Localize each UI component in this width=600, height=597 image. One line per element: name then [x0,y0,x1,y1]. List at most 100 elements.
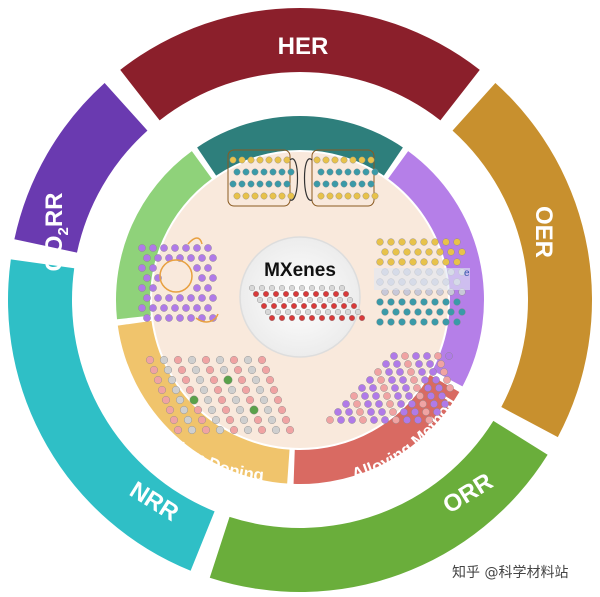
alloy-atom [326,416,334,424]
outer-segment-oer [452,83,592,438]
termination-atom [358,156,366,164]
alloy-atom [421,376,429,384]
heterojunction-structure-illustration: e [374,238,470,326]
alloy-atom [377,376,385,384]
alloy-atom [410,376,418,384]
mxene-atom [299,315,306,322]
alloy-atom [427,392,435,400]
defect-atom [198,254,206,262]
host-atom [183,416,192,425]
mxene-atom [347,297,354,304]
host-atom [282,416,291,425]
alloy-atom [396,368,404,376]
heterojunction-atom [458,248,466,256]
heterojunction-atom [453,238,461,246]
alloy-atom [414,416,422,424]
heterojunction-atom [414,308,422,316]
alloy-atom [426,360,434,368]
core-circle [239,236,361,358]
termination-atom [256,156,264,164]
host-atom [227,386,236,395]
termination-atom [251,192,259,200]
host-atom [213,386,222,395]
host-atom [243,356,252,365]
termination-atom [322,156,330,164]
host-atom [171,386,180,395]
alloy-atom [400,408,408,416]
mxene-atom [305,309,312,316]
termination-atom [362,192,370,200]
termination-atom [317,168,325,176]
termination-atom [287,192,295,200]
termination-atom [247,180,255,188]
mxene-atom [257,297,264,304]
mxene-atom [297,297,304,304]
mxene-atom [287,297,294,304]
termination-atom [349,156,357,164]
mxene-atom [341,303,348,310]
mxene-atom [265,309,272,316]
alloy-atom [419,400,427,408]
alloy-atom [397,400,405,408]
defect-arc [187,237,203,245]
inner-segment-alloying [293,375,460,484]
heterojunction-atom [392,308,400,316]
defect-atom [176,314,184,322]
slab-frame [311,149,375,207]
mxene-atom [329,315,336,322]
alloy-atom [399,376,407,384]
host-atom [241,386,250,395]
termination-atom [371,168,379,176]
defect-atom [149,284,157,292]
termination-atom [340,180,348,188]
termination-atom [358,180,366,188]
alloy-atom [443,376,451,384]
defect-atom [154,294,162,302]
host-atom [231,396,240,405]
alloy-atom [411,408,419,416]
defect-atom [160,304,168,312]
heterojunction-atom [447,248,455,256]
alloy-atom [364,400,372,408]
heterojunction-atom [403,248,411,256]
host-atom [211,416,220,425]
alloy-atom [382,360,390,368]
mxene-atom [349,315,356,322]
alloy-atom [367,408,375,416]
defect-atom [204,244,212,252]
mxene-atom [343,291,350,298]
host-atom [207,406,216,415]
heterojunction-atom [431,238,439,246]
termination-atom [331,180,339,188]
termination-atom [331,156,339,164]
mxene-atom [335,309,342,316]
alloy-atom [407,368,415,376]
heterojunction-atom [398,298,406,306]
alloy-atom [404,360,412,368]
mxene-atom [351,303,358,310]
host-atom [169,416,178,425]
host-atom [237,376,246,385]
host-atom [201,426,210,435]
mxene-atom [248,285,255,292]
alloy-atom [440,368,448,376]
alloy-atom [423,352,431,360]
defect-atom [154,314,162,322]
heterojunction-atom [442,298,450,306]
mxene-atom [345,309,352,316]
host-atom [260,396,269,405]
core-title: MXenes [264,260,336,281]
defect-atom [209,294,217,302]
termination-atom [233,192,241,200]
svg-text:CO2RR: CO2RR [41,192,72,271]
alloy-atom [422,408,430,416]
termination-atom [326,168,334,176]
defect-atom [187,254,195,262]
host-atom [243,426,252,435]
heterojunction-atom [387,318,395,326]
defect-arc [195,313,219,323]
inner-segment-heterojunctions [388,151,484,387]
mxene-atom [289,315,296,322]
junction-layer [374,268,470,290]
alloy-atom [394,392,402,400]
